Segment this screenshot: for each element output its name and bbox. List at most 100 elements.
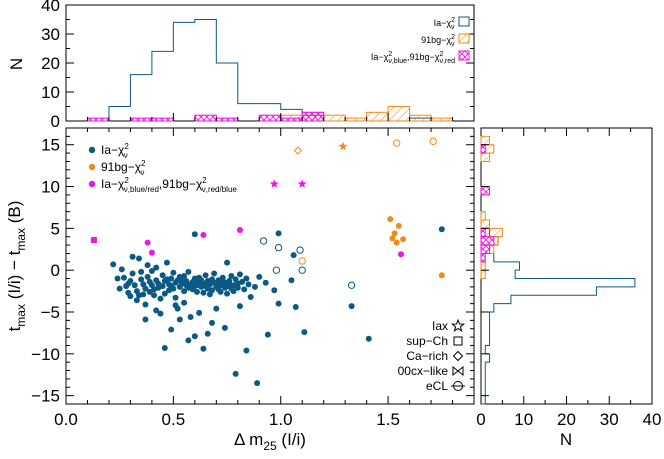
scatter-point bbox=[172, 294, 179, 301]
scatter-frame bbox=[65, 127, 475, 405]
scatter-point bbox=[243, 275, 250, 282]
scatter-ylabel: tmax (I/i) − tmax (B) bbox=[5, 201, 28, 332]
scatter-point bbox=[144, 262, 151, 269]
y-tick-label: 5 bbox=[51, 219, 60, 238]
scatter-point bbox=[153, 264, 160, 271]
top-histogram-bar bbox=[344, 117, 368, 122]
scatter-point bbox=[144, 273, 151, 280]
scatter-point bbox=[136, 292, 143, 299]
scatter-point bbox=[245, 281, 252, 288]
legend-color-dot bbox=[88, 163, 96, 171]
top-legend-swatch bbox=[458, 50, 470, 61]
scatter-point bbox=[116, 285, 123, 292]
top-histogram-bar bbox=[366, 111, 389, 122]
scatter-point bbox=[438, 272, 445, 279]
right-histogram-bars bbox=[480, 135, 636, 405]
y-tick-label: −5 bbox=[41, 303, 60, 322]
right-histogram-bar bbox=[480, 135, 491, 146]
legend-bowtie-icon bbox=[452, 365, 464, 377]
x-tick-label: 1.0 bbox=[269, 410, 293, 429]
legend-color-dot bbox=[88, 180, 96, 188]
scatter-point bbox=[236, 227, 243, 234]
scatter-point bbox=[142, 316, 149, 323]
right-histogram-bar bbox=[480, 211, 486, 221]
top-histogram-bar bbox=[129, 117, 153, 122]
scatter-point bbox=[200, 289, 207, 296]
scatter-point bbox=[204, 330, 211, 337]
scatter-point bbox=[131, 282, 138, 289]
scatter-point bbox=[176, 316, 183, 323]
scatter-point bbox=[391, 230, 398, 237]
scatter-point bbox=[438, 226, 445, 233]
scatter-point bbox=[239, 278, 246, 285]
top-histogram-bar bbox=[387, 106, 411, 122]
scatter-point bbox=[148, 249, 155, 256]
right-histogram-bar bbox=[480, 261, 486, 271]
right-histogram-xlabel: N bbox=[560, 430, 572, 449]
y-tick-label: 0 bbox=[51, 261, 60, 280]
scatter-point bbox=[191, 231, 198, 238]
scatter-point bbox=[271, 287, 278, 294]
ecl-open-circle-point bbox=[274, 243, 283, 252]
scatter-point bbox=[193, 288, 200, 295]
iax-star-point bbox=[269, 179, 279, 188]
scatter-point bbox=[161, 344, 168, 351]
scatter-point bbox=[144, 239, 151, 246]
top-histogram-bar bbox=[430, 117, 454, 122]
scatter-point bbox=[209, 319, 216, 326]
scatter-point bbox=[157, 295, 164, 302]
ecl-open-circle-point bbox=[272, 266, 281, 274]
scatter-point bbox=[221, 324, 228, 331]
scatter-point bbox=[387, 216, 394, 223]
right-histogram-bar bbox=[480, 269, 486, 280]
marker-legend-label: Iax bbox=[432, 319, 448, 333]
top-histogram-bar bbox=[409, 114, 432, 122]
legend-square-icon bbox=[453, 336, 463, 346]
scatter-point bbox=[120, 274, 127, 281]
scatter-point bbox=[183, 278, 190, 285]
scatter-point bbox=[170, 269, 177, 276]
scatter-point bbox=[262, 279, 269, 286]
right-x-tick-label: 0 bbox=[476, 410, 485, 429]
top-legend-swatch bbox=[458, 16, 470, 27]
scatter-point bbox=[254, 380, 261, 387]
y-tick-label: −10 bbox=[31, 345, 60, 364]
scatter-point bbox=[138, 268, 145, 275]
scatter-point bbox=[168, 275, 175, 282]
scatter-point bbox=[202, 272, 209, 279]
scatter-point bbox=[170, 285, 177, 292]
scatter-point bbox=[181, 288, 188, 295]
scatter-point bbox=[219, 274, 226, 281]
top-histogram-bars bbox=[86, 19, 454, 122]
scatter-point bbox=[264, 331, 271, 338]
scatter-point bbox=[292, 303, 299, 310]
scatter-point bbox=[129, 253, 136, 260]
scatter-point bbox=[157, 310, 164, 317]
scatter-point bbox=[133, 297, 140, 304]
scatter-point bbox=[200, 232, 207, 239]
top-y-tick-label: 10 bbox=[41, 83, 60, 102]
scatter-point bbox=[118, 266, 125, 273]
scatter-point bbox=[181, 273, 188, 280]
scatter-point bbox=[247, 293, 254, 300]
scatter-point bbox=[395, 222, 402, 229]
scatter-point bbox=[114, 275, 121, 282]
right-x-tick-label: 20 bbox=[557, 410, 576, 429]
x-tick-label: 0.0 bbox=[54, 410, 78, 429]
scatter-point bbox=[163, 259, 170, 266]
marker-legend-label: eCL bbox=[426, 379, 448, 393]
scatter-point bbox=[400, 236, 407, 243]
scatter-point bbox=[168, 326, 175, 333]
ecl-open-circle-point bbox=[259, 237, 268, 245]
scatter-point bbox=[127, 278, 134, 285]
scatter-point bbox=[172, 302, 179, 309]
legend-star-icon bbox=[450, 318, 466, 333]
right-histogram-bar bbox=[480, 186, 491, 196]
top-histogram-bar bbox=[280, 117, 303, 122]
y-tick-label: 15 bbox=[41, 136, 60, 155]
